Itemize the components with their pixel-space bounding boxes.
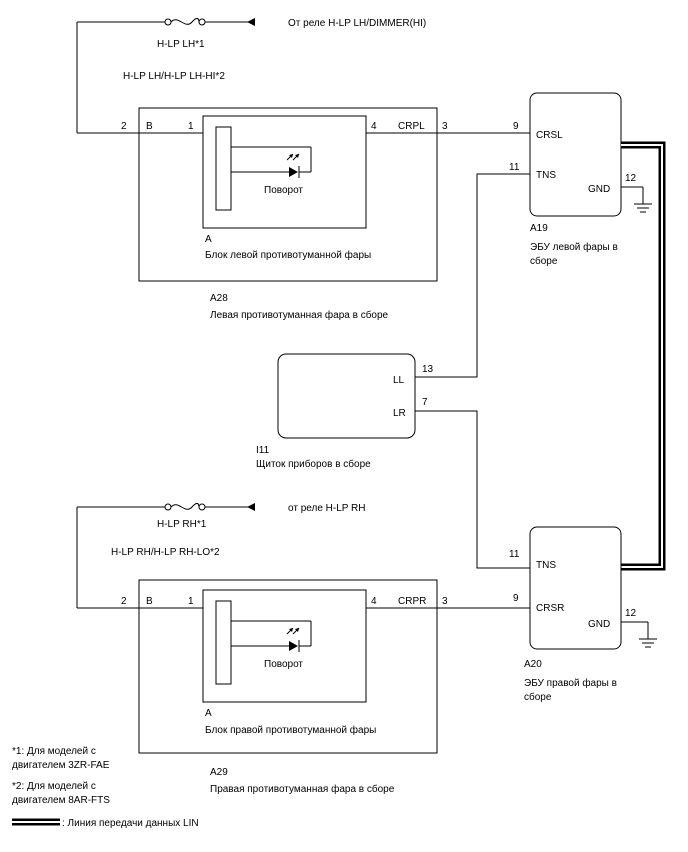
ecu-left-ground-icon	[634, 203, 652, 213]
ecu-right: 11 TNS 9 CRSR GND 12 A20 ЭБУ правой фары…	[509, 526, 657, 703]
combination-meter: 13 LL 7 LR I11 Щиток приборов в сборе	[256, 353, 434, 470]
top-pin-4: 4	[371, 121, 377, 132]
ecu-right-name-1: ЭБУ правой фары в	[524, 677, 617, 689]
top-circuit: От реле H-LP LH/DIMMER(HI) H-LP LH*1 H-L…	[76, 17, 530, 321]
top-signal: CRPL	[398, 121, 425, 132]
bottom-fuse-label: H-LP RH*1	[157, 519, 207, 530]
top-source-label: От реле H-LP LH/DIMMER(HI)	[288, 18, 426, 29]
top-sub-name: Блок левой противотуманной фары	[205, 249, 371, 261]
ecu-right-name-2: сборе	[524, 691, 552, 703]
top-fuse-label: H-LP LH*1	[157, 39, 205, 50]
ecu-right-tns: TNS	[536, 560, 556, 571]
bottom-pin-4: 4	[371, 596, 377, 607]
ecu-right-pin-gnd: 12	[625, 608, 637, 619]
bottom-sub-name: Блок правой противотуманной фары	[205, 724, 376, 736]
ecu-left-box	[529, 92, 622, 217]
ecu-left-pin-tns: 11	[509, 162, 520, 173]
top-led-icon	[231, 146, 312, 178]
meter-pin-ll: 13	[422, 364, 434, 375]
bottom-circuit-label: H-LP RH/H-LP RH-LO*2	[111, 547, 220, 558]
bottom-signal: CRPR	[398, 596, 426, 607]
top-lamp-label: Поворот	[264, 185, 303, 196]
ecu-right-id: A20	[524, 659, 542, 670]
bottom-pin-b: 2	[121, 596, 127, 607]
bottom-lamp-label: Поворот	[264, 659, 303, 670]
top-ic-block	[215, 126, 232, 211]
ecu-left-name-2: сборе	[530, 255, 558, 267]
meter-name: Щиток приборов в сборе	[256, 458, 371, 470]
meter-ll: LL	[393, 375, 405, 386]
note-1-line-2: двигателем 3ZR-FAE	[12, 760, 110, 771]
bottom-led-icon	[231, 620, 312, 652]
bottom-assembly-id: A29	[210, 767, 228, 778]
bottom-source-label: от реле H-LP RH	[288, 503, 366, 514]
ecu-right-crsr: CRSR	[536, 603, 564, 614]
top-fuse	[164, 17, 206, 26]
lr-tns-wire	[415, 410, 530, 569]
tns-ll-wire	[415, 173, 530, 378]
bottom-sub-id: A	[205, 708, 212, 719]
ecu-right-ground-icon	[639, 638, 657, 648]
ecu-left-crsl: CRSL	[536, 130, 563, 141]
bottom-conn-b: B	[146, 596, 153, 607]
meter-lr: LR	[393, 408, 406, 419]
ecu-right-pin-crsr: 9	[513, 593, 519, 604]
top-sub-id: A	[205, 234, 212, 245]
ecu-right-pin-tns: 11	[509, 549, 520, 560]
top-conn-b: B	[146, 121, 153, 132]
note-2-line-1: *2: Для моделей с	[12, 781, 96, 792]
ecu-left-id: A19	[530, 223, 548, 234]
bottom-pin-3: 3	[442, 596, 448, 607]
bottom-fuse	[164, 502, 206, 511]
ecu-right-box	[529, 526, 622, 650]
bottom-pin-1: 1	[188, 596, 194, 607]
top-pin-3: 3	[442, 121, 448, 132]
lin-bus	[621, 141, 666, 571]
top-assembly-id: A28	[210, 293, 228, 304]
top-assembly-name: Левая противотуманная фара в сборе	[210, 309, 389, 321]
ecu-left-pin-crsl: 9	[513, 121, 519, 132]
footnotes: *1: Для моделей с двигателем 3ZR-FAE *2:…	[12, 746, 199, 829]
bottom-source-arrow	[247, 503, 255, 511]
top-source-arrow	[247, 18, 255, 26]
ecu-left-name-1: ЭБУ левой фары в	[530, 241, 618, 253]
lin-legend-label: : Линия передачи данных LIN	[62, 818, 199, 829]
ecu-left: 9 CRSL 11 TNS GND 12 A19 ЭБУ левой фары …	[509, 92, 652, 267]
bottom-assembly-name: Правая противотуманная фара в сборе	[210, 783, 395, 795]
meter-id: I11	[256, 445, 270, 456]
ecu-left-gnd: GND	[588, 184, 610, 195]
top-pin-1: 1	[188, 121, 194, 132]
bottom-ic-block	[215, 600, 232, 685]
note-2-line-2: двигателем 8AR-FTS	[12, 795, 110, 806]
top-circuit-label: H-LP LH/H-LP LH-HI*2	[123, 71, 225, 82]
ecu-right-gnd: GND	[588, 619, 610, 630]
note-1-line-1: *1: Для моделей с	[12, 746, 96, 757]
meter-pin-lr: 7	[422, 397, 428, 408]
ecu-left-tns: TNS	[536, 170, 556, 181]
ecu-left-pin-gnd: 12	[625, 173, 637, 184]
top-pin-b: 2	[121, 121, 127, 132]
bottom-circuit: от реле H-LP RH H-LP RH*1 H-LP RH/H-LP R…	[76, 502, 530, 795]
meter-box	[277, 353, 416, 439]
